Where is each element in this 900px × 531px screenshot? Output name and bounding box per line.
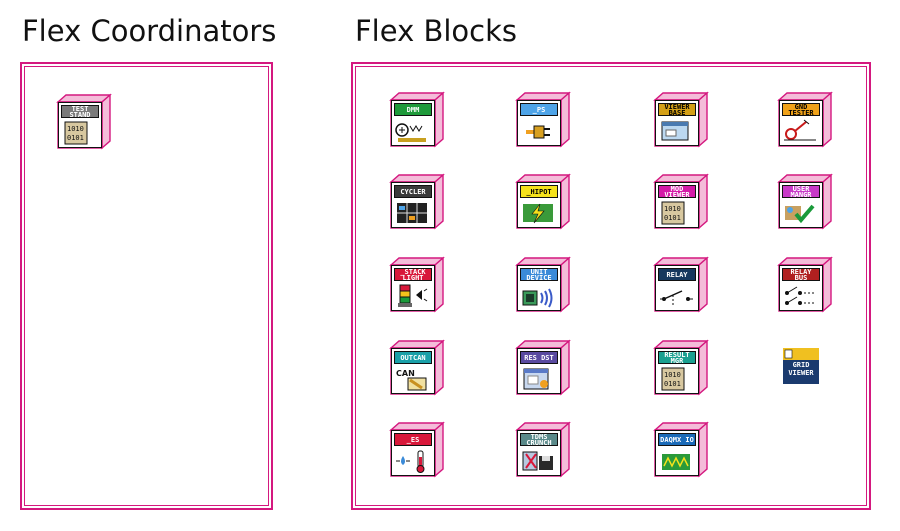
svg-text:1010: 1010 xyxy=(664,371,681,379)
checkmark-icon xyxy=(785,204,815,224)
grid-viewer-icon xyxy=(783,348,819,384)
power-plug-icon xyxy=(526,125,550,139)
vi-label: MOD VIEWER xyxy=(658,185,696,198)
svg-text:0101: 0101 xyxy=(67,134,84,142)
vi-label: GRID VIEWER xyxy=(788,361,814,377)
thermometer-icon xyxy=(396,450,425,473)
block-relay[interactable]: RELAY xyxy=(653,256,709,315)
vi-label: UNIT DEVICE xyxy=(520,268,558,281)
block-cycler[interactable]: CYCLER xyxy=(389,173,445,232)
vi-label: _PS xyxy=(520,103,558,116)
block-daqmx-io[interactable]: DAQMX IO xyxy=(653,421,709,480)
block-gnd-tester[interactable]: GND TESTER xyxy=(777,91,833,150)
block-stack-light[interactable]: _STACK LIGHT xyxy=(389,256,445,315)
block-tdms-crunch[interactable]: TDMS CRUNCH xyxy=(515,421,571,480)
vi-icon-face: CYCLER xyxy=(391,182,435,228)
flex-blocks-panel xyxy=(351,62,871,510)
vi-label: _STACK LIGHT xyxy=(394,268,432,281)
window-icon xyxy=(661,121,689,141)
vi-icon-face: RELAY xyxy=(655,265,699,311)
vi-label: DMM xyxy=(394,103,432,116)
svg-text:1010: 1010 xyxy=(67,125,84,133)
waveform-icon xyxy=(662,454,690,470)
vi-label: RELAY xyxy=(658,268,696,281)
block-viewer-base[interactable]: VIEWER BASE xyxy=(653,91,709,150)
svg-text:1010: 1010 xyxy=(664,205,681,213)
vi-icon-face: GND TESTER xyxy=(779,100,823,146)
multimeter-icon xyxy=(395,123,426,142)
flex-coordinators-title: Flex Coordinators xyxy=(22,14,277,48)
vi-label: VIEWER BASE xyxy=(658,103,696,116)
svg-text:CAN: CAN xyxy=(396,369,415,378)
block-outcan[interactable]: OUTCAN CAN xyxy=(389,339,445,398)
vi-label: TDMS CRUNCH xyxy=(520,433,558,446)
relay-bus-icon xyxy=(785,286,816,305)
block-unit-device[interactable]: UNIT DEVICE xyxy=(515,256,571,315)
vi-icon-face: RES DST xyxy=(517,348,561,394)
disk-crunch-icon xyxy=(522,451,553,471)
stack-light-icon xyxy=(398,284,428,307)
ground-probe-icon xyxy=(784,119,816,141)
vi-label: RES DST xyxy=(520,351,558,364)
vi-label: OUTCAN xyxy=(394,351,432,364)
flex-blocks-title: Flex Blocks xyxy=(355,14,517,48)
vi-icon-face: DAQMX IO xyxy=(655,430,699,476)
timeline-grid-icon xyxy=(397,203,427,223)
vi-icon-face: _STACK LIGHT xyxy=(391,265,435,311)
block-hipot[interactable]: _HIPOT xyxy=(515,173,571,232)
vi-label: USER MANGR xyxy=(782,185,820,198)
flex-coordinators-panel xyxy=(20,62,273,510)
svg-text:0101: 0101 xyxy=(664,380,681,388)
results-window-icon xyxy=(523,368,549,390)
block-relay-bus[interactable]: RELAY BUS xyxy=(777,256,833,315)
vi-label: CYCLER xyxy=(394,185,432,198)
vi-label: DAQMX IO xyxy=(658,433,696,446)
vi-label: TEST STAND xyxy=(61,105,99,118)
vi-label: _ES xyxy=(394,433,432,446)
vi-icon-face: RELAY BUS xyxy=(779,265,823,311)
vi-icon-face: TDMS CRUNCH xyxy=(517,430,561,476)
vi-icon-face: DMM xyxy=(391,100,435,146)
block-dmm[interactable]: DMM xyxy=(389,91,445,150)
block-user-mangr[interactable]: USER MANGR xyxy=(777,173,833,232)
relay-switch-icon xyxy=(660,290,693,305)
signal-device-icon xyxy=(522,288,553,308)
vi-icon-face: _HIPOT xyxy=(517,182,561,228)
lightning-icon xyxy=(523,203,553,224)
vi-icon-face: OUTCAN CAN xyxy=(391,348,435,394)
vi-icon-face: USER MANGR xyxy=(779,182,823,228)
svg-text:0101: 0101 xyxy=(664,214,681,222)
block-ps[interactable]: _PS xyxy=(515,91,571,150)
vi-icon-face: _ES xyxy=(391,430,435,476)
block-es[interactable]: _ES xyxy=(389,421,445,480)
block-grid-viewer[interactable]: GRID VIEWER xyxy=(781,346,821,386)
vi-icon-face: _PS xyxy=(517,100,561,146)
vi-label: RELAY BUS xyxy=(782,268,820,281)
vi-label: _HIPOT xyxy=(520,185,558,198)
vi-icon-face: VIEWER BASE xyxy=(655,100,699,146)
vi-label: GND TESTER xyxy=(782,103,820,116)
block-res-dst[interactable]: RES DST xyxy=(515,339,571,398)
vi-label: RESULT MGR xyxy=(658,351,696,364)
can-message-icon: CAN xyxy=(396,369,427,391)
vi-icon-face: UNIT DEVICE xyxy=(517,265,561,311)
